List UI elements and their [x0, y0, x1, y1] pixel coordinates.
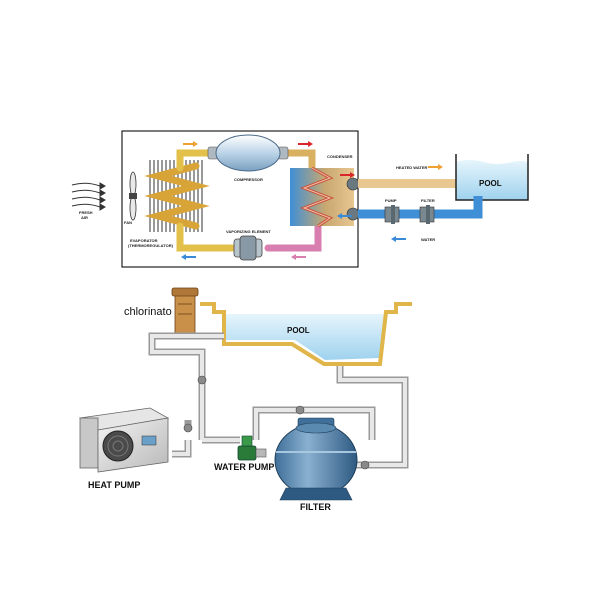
flow-arrow-red-right: [340, 172, 355, 178]
chlorinator-label: chlorinato: [124, 306, 172, 318]
evaporator-label: EVAPORATOR(THERMOREGULATOR): [128, 238, 174, 248]
heated-water-pipe: [358, 179, 456, 188]
top-pool-label: POOL: [479, 179, 502, 188]
flow-arrow-red: [298, 141, 313, 147]
heated-water-arrow: [428, 164, 443, 170]
chlorinator: [171, 287, 199, 337]
condenser: [290, 166, 360, 228]
flow-arrow-blue-bottom: [181, 254, 196, 260]
water-pump: [237, 435, 267, 461]
filter-tank: [274, 417, 358, 501]
heat-pump-label: HEAT PUMP: [88, 480, 140, 490]
vaporizing-element-label: VAPORIZING ELEMENT: [226, 229, 271, 234]
water-pump-label: WATER PUMP: [214, 462, 274, 472]
top-pump-label: PUMP: [385, 198, 397, 203]
evaporator-coil: [144, 160, 210, 232]
flow-arrow-blue-left: [337, 213, 352, 219]
heated-water-label: HEATED WATER: [396, 165, 428, 170]
bottom-pool-label: POOL: [287, 326, 310, 335]
water-arrow: [391, 236, 406, 242]
condenser-label: CONDENSER: [327, 154, 353, 159]
water-label: WATER: [421, 237, 435, 242]
heat-pump-unit: [78, 407, 170, 473]
top-pool: [455, 154, 529, 201]
compressor: [207, 134, 289, 172]
top-filter-label: FILTER: [421, 198, 435, 203]
refrigerant-pipes: [176, 149, 322, 252]
flow-arrow-orange: [183, 141, 198, 147]
pool-installation-diagram: POOL chlorinato: [78, 287, 412, 512]
top-pump: [384, 205, 400, 224]
fan-label: FAN: [124, 220, 132, 225]
fresh-air-arrows: [71, 182, 106, 211]
fan-icon: [129, 171, 137, 221]
bottom-pool: [200, 302, 412, 366]
top-filter: [419, 205, 435, 224]
flow-arrow-pink: [291, 254, 306, 260]
filter-label: FILTER: [300, 502, 331, 512]
vaporizing-element: [233, 235, 263, 261]
compressor-label: COMPRESSOR: [234, 177, 263, 182]
valve-icons: [183, 375, 370, 470]
